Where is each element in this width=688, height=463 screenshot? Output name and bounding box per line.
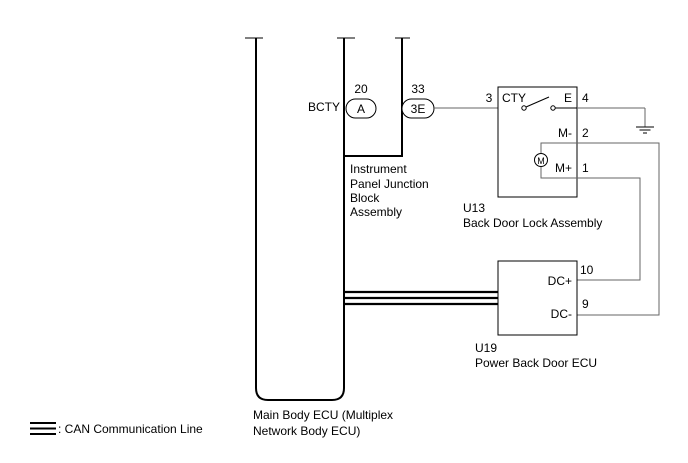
label-e: E — [564, 91, 572, 105]
pin-e: 4 — [582, 91, 589, 105]
pin-mminus: 2 — [582, 126, 589, 140]
back-door-lock-box — [497, 86, 578, 198]
can-legend-symbol — [30, 422, 56, 435]
connector-a-label: A — [357, 102, 365, 116]
junction-block-name-line3: Block — [350, 191, 380, 205]
power-back-door-ecu-name: Power Back Door ECU — [475, 356, 597, 370]
connector-3e-pin: 33 — [411, 82, 425, 96]
power-back-door-ecu-box — [497, 260, 578, 336]
bcty-label: BCTY — [308, 100, 340, 114]
power-back-door-ecu-code: U19 — [475, 341, 497, 355]
pin-dcplus: 10 — [580, 263, 594, 277]
connector-a — [345, 98, 377, 119]
label-dcplus: DC+ — [548, 274, 572, 288]
label-mminus: M- — [558, 126, 572, 140]
back-door-lock-name: Back Door Lock Assembly — [463, 216, 602, 230]
main-body-ecu-outline — [255, 38, 345, 401]
junction-block-name-line1: Instrument — [350, 162, 407, 176]
motor-icon: M — [534, 153, 548, 167]
wire-mminus-to-dcminus — [577, 142, 660, 316]
can-line — [344, 290, 498, 306]
main-body-ecu-name-line2: Network Body ECU) — [253, 424, 360, 438]
svg-text:M: M — [537, 156, 545, 166]
back-door-lock-code: U13 — [463, 201, 485, 215]
ground-icon — [636, 126, 654, 134]
motor-wire-mplus — [540, 167, 577, 179]
junction-block-name-line4: Assembly — [350, 205, 402, 219]
switch-icon — [521, 96, 577, 111]
can-legend-label: : CAN Communication Line — [58, 422, 203, 436]
motor-wire-mminus — [540, 142, 577, 153]
wire-mplus-to-dcplus — [577, 177, 641, 281]
connector-a-pin: 20 — [354, 82, 368, 96]
label-mplus: M+ — [555, 161, 572, 175]
pin-cty: 3 — [486, 91, 493, 105]
pin-dcminus: 9 — [582, 297, 589, 311]
label-dcminus: DC- — [551, 307, 572, 321]
junction-block-outline — [344, 38, 403, 157]
connector-3e-label: 3E — [411, 102, 426, 116]
label-cty: CTY — [502, 91, 526, 105]
main-body-ecu-name-line1: Main Body ECU (Multiplex — [253, 408, 393, 422]
pin-mplus: 1 — [582, 161, 589, 175]
junction-block-name-line2: Panel Junction — [350, 177, 429, 191]
